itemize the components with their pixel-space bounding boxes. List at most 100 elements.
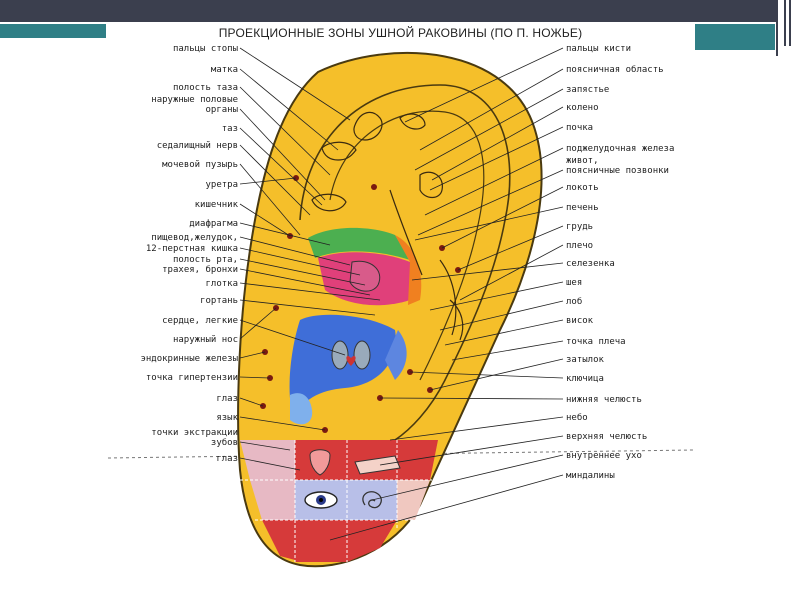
- leader-line: [239, 351, 266, 359]
- label-eye-1: глаз: [216, 394, 238, 404]
- leader-line: [239, 236, 351, 266]
- label-larynx: гортань: [200, 296, 238, 306]
- leader-line: [451, 340, 564, 361]
- label-sciatic-nerve: седалищный нерв: [157, 141, 238, 151]
- leader-line: [239, 86, 331, 176]
- label-bladder: мочевой пузырь: [162, 160, 238, 170]
- leader-line: [239, 258, 366, 286]
- leader-line: [239, 307, 277, 340]
- concha-zone-light-blue: [290, 393, 313, 425]
- leader-line: [429, 126, 564, 191]
- lungs-icon-right: [353, 340, 371, 370]
- leader-line: [411, 262, 564, 281]
- label-diaphragm: диафрагма: [189, 219, 238, 229]
- label-teeth-1: точки экстракции: [151, 428, 238, 438]
- label-nose: наружный нос: [173, 335, 238, 345]
- label-mouth-cavity: полость рта,: [173, 255, 238, 265]
- leader-line: [239, 203, 291, 237]
- leader-line: [431, 106, 564, 181]
- leader-line: [239, 268, 371, 296]
- accent-bar-left: [0, 24, 106, 38]
- label-wrist: запястье: [566, 85, 609, 95]
- label-eye-2: глаз: [216, 454, 238, 464]
- lobe-inner-ear-icon: [362, 491, 382, 509]
- leader-line: [429, 281, 564, 311]
- lobe-jaw-icon: [354, 455, 401, 475]
- label-kidney: почка: [566, 123, 593, 133]
- leader-line: [441, 186, 564, 249]
- label-hypertension: точка гипертензии: [146, 373, 238, 383]
- label-chest: грудь: [566, 222, 593, 232]
- label-abdomen: живот,: [566, 156, 599, 166]
- uterus-icon: [321, 141, 357, 161]
- arm-icon: [439, 259, 457, 336]
- label-endocrine: эндокринные железы: [140, 354, 238, 364]
- leader-line: [239, 397, 264, 407]
- lobe-tongue-icon: [309, 449, 331, 476]
- lobe-divider-line: [107, 449, 694, 459]
- label-pelvis: таз: [222, 124, 238, 134]
- label-genitals-2: органы: [205, 105, 238, 115]
- leader-line: [239, 299, 376, 316]
- label-lower-jaw: нижняя челюсть: [566, 395, 642, 405]
- foot-icon: [353, 111, 383, 141]
- leader-lines: [239, 47, 564, 541]
- label-inner-ear: внутреннее ухо: [566, 451, 642, 461]
- lobe-zones: [240, 440, 438, 562]
- label-temple: висок: [566, 316, 594, 326]
- label-duodenum: 12-перстная кишка: [146, 244, 238, 254]
- label-palate: небо: [566, 412, 588, 423]
- leader-line: [239, 441, 291, 451]
- leader-line: [379, 435, 564, 466]
- heart-icon: [346, 355, 356, 366]
- leader-line: [424, 147, 564, 216]
- label-tonsils: миндалины: [566, 471, 615, 481]
- leader-line: [419, 68, 564, 151]
- label-uterus: матка: [211, 65, 238, 75]
- lungs-icon-left: [331, 340, 349, 370]
- leader-line: [404, 47, 564, 123]
- label-shoulder: плечо: [566, 241, 593, 251]
- knee-icon: [419, 171, 443, 199]
- label-toes: пальцы стопы: [173, 44, 238, 54]
- leader-line: [417, 169, 564, 236]
- leader-line: [239, 457, 301, 471]
- leader-line: [371, 454, 564, 501]
- leader-line: [414, 206, 564, 241]
- concha-zone-orange: [395, 235, 422, 305]
- top-bar: [0, 0, 800, 22]
- label-clavicle: ключица: [566, 374, 604, 384]
- accent-bar-right: [695, 24, 775, 50]
- label-pharynx: глотка: [205, 279, 238, 289]
- leader-line: [239, 68, 339, 151]
- leader-line: [444, 319, 564, 346]
- leader-line: [409, 371, 564, 379]
- concha-zone-blue-2: [385, 330, 407, 380]
- label-forehead: лоб: [566, 296, 582, 307]
- leader-line: [389, 416, 564, 441]
- hand-icon: [399, 113, 426, 130]
- leader-line: [239, 282, 381, 301]
- leader-line: [239, 416, 326, 431]
- leader-line: [414, 88, 564, 171]
- leader-line: [439, 300, 564, 331]
- helix-rim: [299, 84, 511, 441]
- leader-line: [429, 358, 564, 391]
- leader-line: [379, 397, 564, 400]
- label-genitals-1: наружные половые: [151, 95, 238, 105]
- label-esophagus-stomach: пищевод,желудок,: [151, 233, 238, 243]
- leader-line: [239, 319, 346, 356]
- leader-line: [239, 247, 361, 276]
- label-urethra: уретра: [205, 180, 238, 190]
- label-occiput: затылок: [566, 355, 605, 365]
- label-teeth-2: зубов: [211, 437, 238, 448]
- diagram-title: ПРОЕКЦИОННЫЕ ЗОНЫ УШНОЙ РАКОВИНЫ (ПО П. …: [218, 26, 583, 40]
- leader-line: [459, 244, 564, 301]
- leader-line: [239, 108, 326, 201]
- label-fingers: пальцы кисти: [566, 44, 631, 54]
- leader-line: [239, 47, 351, 121]
- upper-sketches: [311, 111, 464, 341]
- concha-zones: [289, 227, 422, 425]
